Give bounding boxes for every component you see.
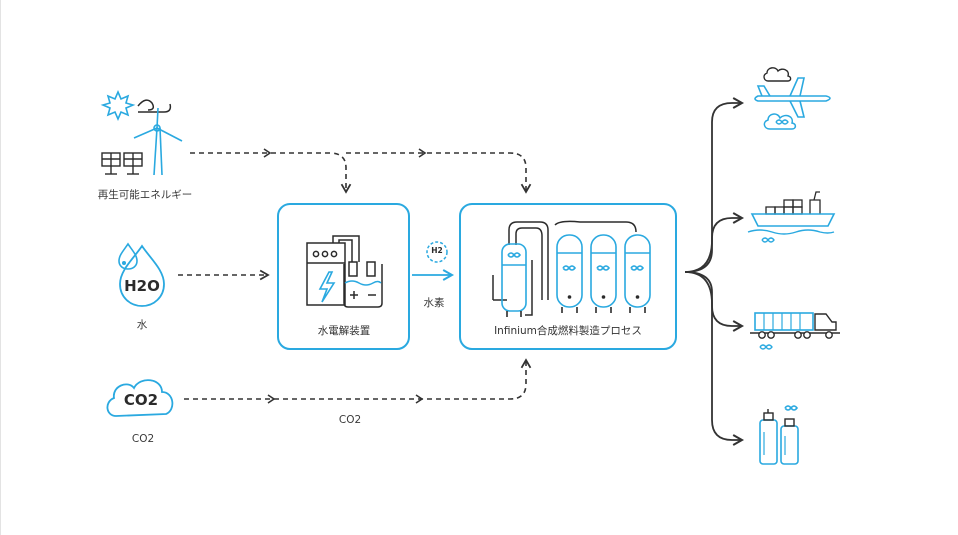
cloud-icon [763,67,792,82]
source-arrows [178,152,532,400]
lightning-icon [318,271,336,303]
fuel-cans-icon [759,405,799,465]
storage-tank-icon [501,243,527,317]
reactor-tank-icon-1 [556,234,583,313]
arrow-renewable-to-infinium [346,152,532,194]
ship-icon [747,191,836,243]
reactor-tank-icon-3 [624,234,651,313]
left-edge-divider [0,0,1,535]
water-label: 水 [136,319,148,331]
water-formula-label: H2O [124,277,160,295]
truck-icon [750,312,840,350]
electrolyzer-box [277,203,410,350]
co2-cloud-icon [106,379,174,417]
water-drop-icon [118,242,165,307]
output-bracket [684,97,745,446]
wind-turbine-icon [133,107,183,176]
infinium-process-label: Infinium合成燃料製造プロセス [494,325,642,337]
electrolyzer-icon [306,235,360,306]
hydrogen-flow [412,241,455,281]
renewable-energy-label: 再生可能エネルギー [97,189,193,201]
electrolyzer-label: 水電解装置 [317,325,371,337]
pipe-icon [492,220,637,316]
reactor-tank-icon-2 [590,234,617,313]
hydrogen-badge-circle [426,241,448,263]
midline-chevrons [263,148,427,404]
infinium-process-box [459,203,677,350]
hydrogen-badge-label: H2 [431,246,443,255]
electrolysis-tank-icon [343,261,383,308]
renewable-energy-icon [100,89,183,176]
co2-label: CO2 [131,433,155,445]
arrow-co2-to-infinium [184,358,532,400]
solar-panel-icon [101,152,143,175]
cloud-icon [763,113,797,130]
co2-formula-label: CO2 [123,391,159,409]
co2-flow-label: CO2 [338,414,362,426]
hydrogen-label: 水素 [423,297,445,309]
airplane-icon [754,67,831,130]
arrow-renewable-to-electrolyzer [190,152,352,194]
wind-icon [137,99,172,113]
sun-icon [100,89,136,122]
